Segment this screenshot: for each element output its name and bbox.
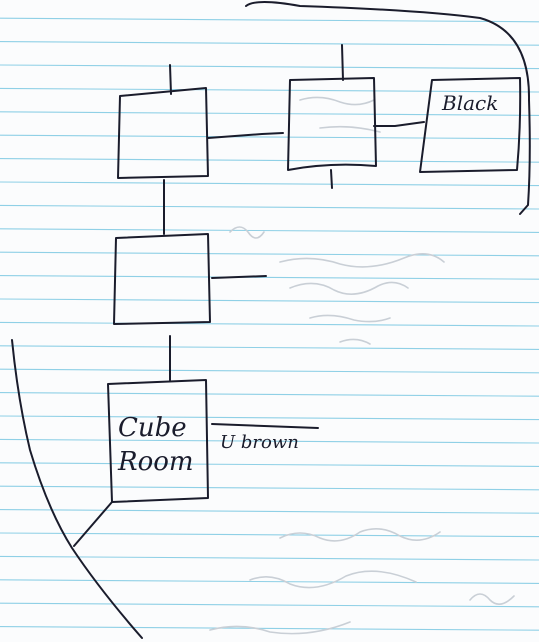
connector-middle-to-black <box>373 121 425 127</box>
ruled-line <box>0 158 539 163</box>
cube-room-label-line1: Cube <box>118 413 187 443</box>
box-black <box>419 77 522 173</box>
ruled-line <box>0 392 539 397</box>
ruled-line <box>0 509 539 514</box>
ruled-line <box>0 579 539 584</box>
bleed-through-marks <box>209 96 515 635</box>
ruled-line <box>0 415 539 421</box>
box-top-left <box>117 87 209 179</box>
ruled-line <box>0 204 539 210</box>
ruled-line <box>0 345 539 350</box>
ruled-line <box>0 111 539 116</box>
ruled-line <box>0 462 539 467</box>
ruled-line <box>0 438 539 444</box>
box-top-left-top-stub <box>169 64 172 95</box>
ruled-line <box>0 134 539 140</box>
connector-cube-room-to-curve <box>73 501 113 547</box>
ruled-line <box>0 41 539 46</box>
ruled-line <box>0 321 539 327</box>
ruled-line <box>0 555 539 561</box>
enclosing-curve-left <box>11 339 143 639</box>
ruled-line <box>0 87 539 93</box>
black-box-label: Black <box>441 91 498 115</box>
box-top-middle <box>287 77 377 171</box>
box-top-middle-top-stub <box>341 44 344 81</box>
cube-room-side-annotation: U brown <box>220 432 299 453</box>
box-lower <box>113 233 211 325</box>
connector-middle-to-left <box>207 132 284 139</box>
ruled-line <box>0 64 539 70</box>
ruled-line <box>0 275 539 280</box>
ruled-line <box>0 602 539 608</box>
ruled-line <box>0 532 539 538</box>
ruled-line <box>0 485 539 491</box>
ruled-line <box>0 17 539 23</box>
ruled-line <box>0 181 539 187</box>
box-cube-room <box>107 379 209 503</box>
ruled-line <box>0 251 539 257</box>
ruled-line <box>0 298 539 304</box>
ruled-lines <box>0 17 539 631</box>
box-top-middle-bottom-stub <box>330 169 333 189</box>
ruled-line <box>0 368 539 374</box>
annotation-underline <box>211 423 319 429</box>
pen-diagram <box>11 1 531 639</box>
cube-room-label-line2: Room <box>117 447 194 477</box>
ruled-line <box>0 626 539 631</box>
box-lower-side-stub <box>211 275 267 279</box>
enclosing-arc-top <box>245 1 531 215</box>
ruled-line <box>0 228 539 233</box>
